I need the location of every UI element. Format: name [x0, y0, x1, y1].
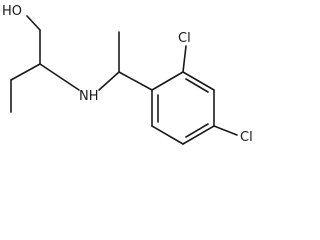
- chloro-top-label: Cl: [178, 31, 191, 46]
- ring-bond-1-2: [151, 71, 184, 91]
- bond-nh-ch: [98, 71, 120, 91]
- bond-ch-ring: [118, 71, 153, 91]
- molecule-drawing: HO NH Cl Cl: [2, 4, 253, 145]
- chloro-bottom-label: Cl: [240, 130, 253, 145]
- bond-ring-cl-bottom: [213, 125, 238, 136]
- bond-ch-nh: [39, 63, 80, 91]
- ring-bond-2-3: [182, 71, 215, 91]
- hydroxyl-label: HO: [2, 4, 22, 19]
- structure-diagram: HO NH Cl Cl: [2, 4, 253, 145]
- bond-ring-cl-top: [182, 45, 187, 73]
- ring-double-bond-b: [185, 123, 209, 138]
- ring-double-bond-a: [185, 78, 209, 93]
- ring-bond-5-6: [151, 125, 184, 145]
- amine-label: NH: [79, 89, 99, 104]
- bond-ch-ethyl-ch2: [10, 63, 41, 81]
- bond-ho-ch2: [26, 15, 41, 31]
- ring-bond-4-5: [182, 125, 215, 145]
